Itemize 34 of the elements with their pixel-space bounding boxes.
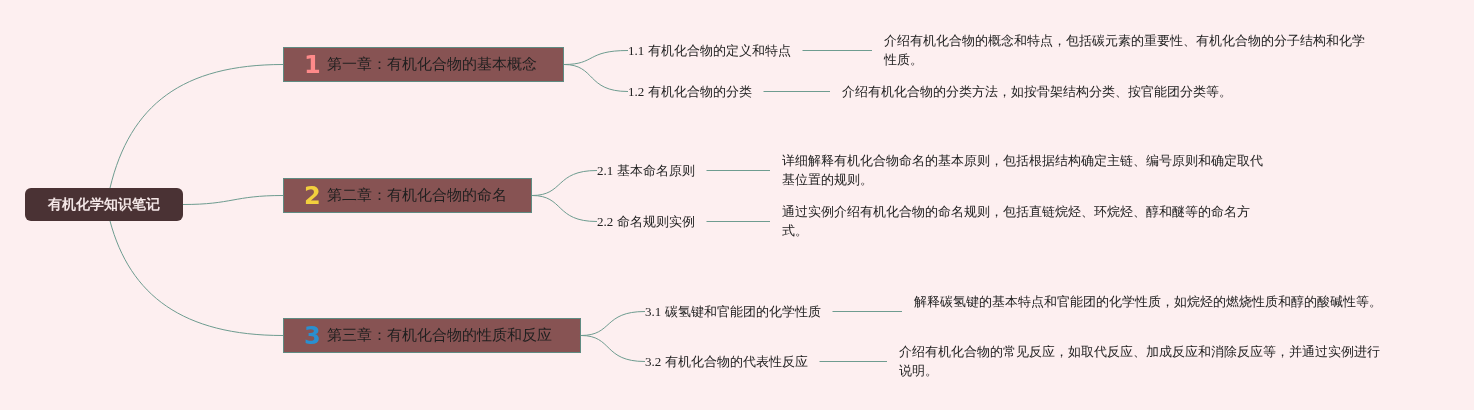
description-text: 通过实例介绍有机化合物的命名规则，包括直链烷烃、环烷烃、醇和醚等的命名方式。 bbox=[770, 202, 1282, 240]
connector-line bbox=[109, 220, 284, 336]
chapter-title: 第二章：有机化合物的命名 bbox=[326, 186, 507, 205]
subtopic-text: 2.2 命名规则实例 bbox=[585, 212, 707, 231]
chapter-box bbox=[283, 178, 532, 213]
connector-line bbox=[832, 311, 903, 312]
subtopic-text: 3.1 碳氢键和官能团的化学性质 bbox=[633, 302, 833, 321]
subtopic-text: 1.1 有机化合物的定义和特点 bbox=[616, 41, 803, 60]
description-text: 介绍有机化合物的分类方法，如按骨架结构分类、按官能团分类等。 bbox=[830, 82, 1290, 101]
subtopic-text: 2.1 基本命名原则 bbox=[585, 161, 707, 180]
subtopic-text: 1.2 有机化合物的分类 bbox=[616, 82, 764, 101]
chapter-title: 第一章：有机化合物的基本概念 bbox=[326, 55, 537, 74]
chapter-number: 3 bbox=[304, 321, 321, 350]
connector-line bbox=[182, 195, 284, 205]
connector-line bbox=[819, 361, 888, 362]
chapter-number: 1 bbox=[304, 50, 321, 79]
chapter-number: 2 bbox=[304, 181, 321, 210]
connector-line bbox=[763, 91, 831, 92]
connector-line bbox=[531, 195, 598, 222]
subtopic-text: 3.2 有机化合物的代表性反应 bbox=[633, 352, 820, 371]
connector-line bbox=[706, 170, 771, 171]
connector-line bbox=[706, 221, 771, 222]
description-text: 介绍有机化合物的常见反应，如取代反应、加成反应和消除反应等，并通过实例进行说明。 bbox=[887, 342, 1403, 380]
chapter-box bbox=[283, 47, 564, 82]
chapter-box bbox=[283, 318, 581, 353]
connector-line bbox=[563, 64, 629, 92]
description-text: 解释碳氢键的基本特点和官能团的化学性质，如烷烃的燃烧性质和醇的酸碱性等。 bbox=[902, 292, 1400, 311]
description-text: 介绍有机化合物的概念和特点，包括碳元素的重要性、有机化合物的分子结构和化学性质。 bbox=[872, 31, 1384, 69]
connector-line bbox=[109, 64, 284, 189]
connector-line bbox=[580, 335, 646, 362]
connector-line bbox=[802, 50, 873, 51]
description-text: 详细解释有机化合物命名的基本原则，包括根据结构确定主链、编号原则和确定取代基位置的规则。 bbox=[770, 151, 1282, 189]
chapter-title: 第三章：有机化合物的性质和反应 bbox=[326, 326, 552, 345]
topic-box: 有机化学知识笔记 bbox=[25, 188, 183, 221]
